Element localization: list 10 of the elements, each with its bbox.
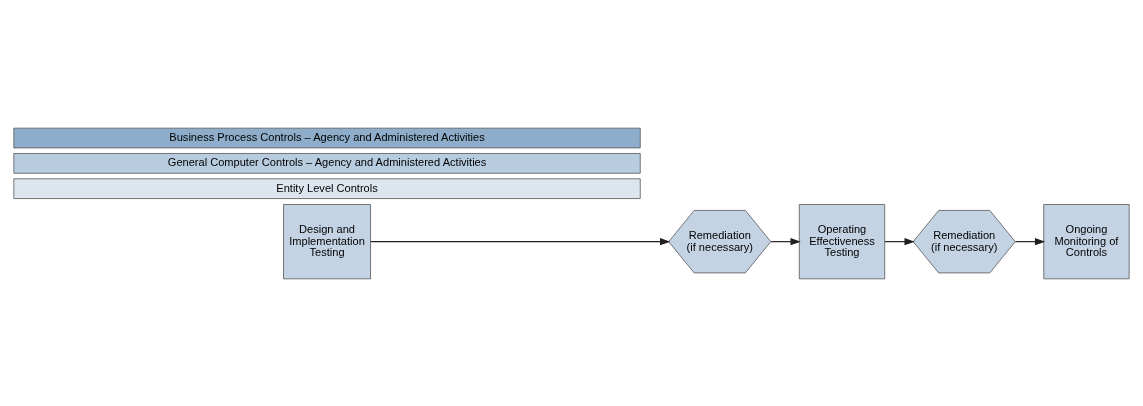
arrow [1014,237,1046,245]
node-box: Design and Implementation Testing [283,203,371,279]
arrow [370,237,671,245]
arrow [770,237,801,245]
node-box: Business Process Controls – Agency and Administered Activities [13,127,641,148]
arrow [884,237,915,245]
node-box: Operating Effectiveness Testing [798,203,886,279]
node-box: Entity Level Controls [13,177,641,199]
node-box: General Computer Controls – Agency and Administered Activities [13,152,641,174]
node-box: Ongoing Monitoring of Controls [1043,203,1130,279]
